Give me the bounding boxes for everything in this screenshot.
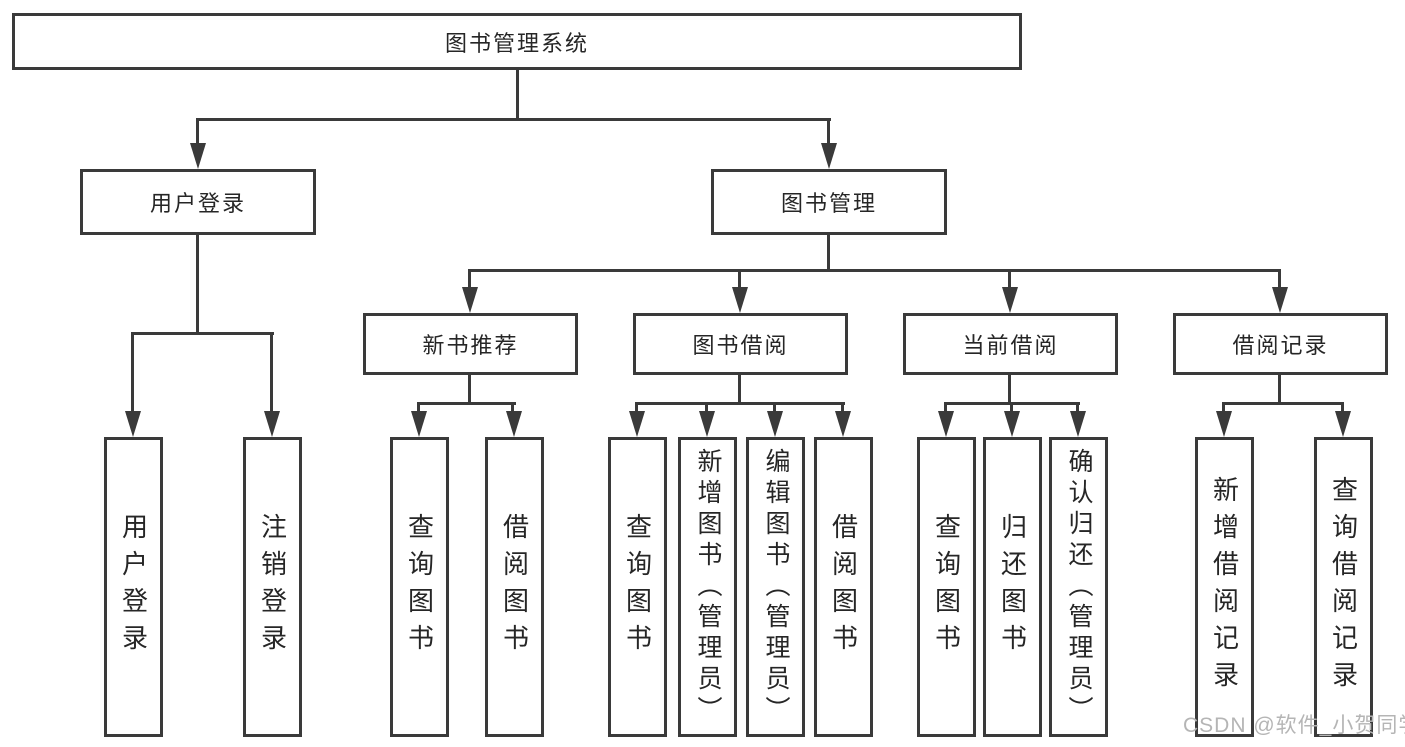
arrow-down-icon [506,411,522,437]
node-label: 查询借阅记录 [1328,476,1359,698]
arrow-down-icon [732,287,748,313]
arrow-down-icon [835,411,851,437]
connector-line [196,118,199,143]
connector-line [196,118,831,121]
connector-line [1010,402,1013,411]
node-confirm-return-admin: 确认归还（管理员） [1049,437,1108,737]
node-query-books-recommend: 查询图书 [390,437,449,737]
connector-line [468,269,471,287]
connector-line [1278,375,1281,404]
connector-line [469,269,1281,272]
connector-line [468,375,471,404]
connector-line [270,332,273,411]
arrow-down-icon [821,143,837,169]
node-label: 借阅图书 [828,513,859,661]
connector-line [196,235,199,334]
connector-line [827,235,830,271]
connector-line [738,375,741,404]
node-label: 借阅记录 [1232,333,1329,358]
node-label: 用户登录 [118,513,149,661]
connector-line [417,402,516,405]
node-return-books: 归还图书 [983,437,1042,737]
node-label: 图书管理系统 [444,30,589,56]
connector-line [1278,269,1281,287]
node-label: 新增图书（管理员） [694,447,722,727]
arrow-down-icon [1002,287,1018,313]
node-label: 新增借阅记录 [1209,476,1240,698]
arrow-down-icon [190,143,206,169]
connector-line [417,402,420,411]
node-label: 查询图书 [404,513,435,661]
node-borrow-books-action: 借阅图书 [814,437,873,737]
node-logout-action: 注销登录 [243,437,302,737]
connector-line [516,70,519,120]
node-library-management-system: 图书管理系统 [12,13,1022,70]
connector-line [827,118,830,143]
node-label: 编辑图书（管理员） [762,447,790,727]
connector-line [841,402,844,411]
node-label: 归还图书 [997,513,1028,661]
arrow-down-icon [1216,411,1232,437]
node-label: 查询图书 [622,513,653,661]
node-borrowing-records: 借阅记录 [1173,313,1388,375]
connector-line [131,332,134,411]
connector-line [944,402,947,411]
node-query-books-current: 查询图书 [917,437,976,737]
arrow-down-icon [629,411,645,437]
node-query-borrow-record: 查询借阅记录 [1314,437,1373,737]
connector-line [773,402,776,411]
arrow-down-icon [411,411,427,437]
arrow-down-icon [462,287,478,313]
node-book-borrowing: 图书借阅 [633,313,848,375]
connector-line [131,332,274,335]
connector-line [1076,402,1079,411]
node-query-books-borrowing: 查询图书 [608,437,667,737]
connector-line [1008,375,1011,404]
arrow-down-icon [767,411,783,437]
node-label: 查询图书 [931,513,962,661]
node-label: 新书推荐 [422,333,519,358]
node-label: 借阅图书 [499,513,530,661]
connector-line [1222,402,1344,405]
node-label: 图书管理 [780,191,877,216]
node-label: 图书借阅 [692,333,789,358]
node-label: 注销登录 [257,513,288,661]
connector-line [635,402,845,405]
arrow-down-icon [1335,411,1351,437]
csdn-watermark: CSDN @软件_小贺同学 [1183,714,1405,737]
connector-line [1341,402,1344,411]
arrow-down-icon [699,411,715,437]
connector-line [511,402,514,411]
node-current-borrowing: 当前借阅 [903,313,1118,375]
arrow-down-icon [1070,411,1086,437]
node-user-login: 用户登录 [80,169,316,235]
connector-line [635,402,638,411]
node-new-book-recommend: 新书推荐 [363,313,578,375]
connector-line [1008,269,1011,287]
node-label: 确认归还（管理员） [1065,447,1093,727]
node-edit-book-admin: 编辑图书（管理员） [746,437,805,737]
arrow-down-icon [125,411,141,437]
node-add-book-admin: 新增图书（管理员） [678,437,737,737]
node-user-login-action: 用户登录 [104,437,163,737]
arrow-down-icon [1272,287,1288,313]
connector-line [738,269,741,287]
node-label: 用户登录 [149,191,246,216]
node-borrow-books-recommend: 借阅图书 [485,437,544,737]
node-add-borrow-record: 新增借阅记录 [1195,437,1254,737]
node-label: 当前借阅 [962,333,1059,358]
arrow-down-icon [938,411,954,437]
arrow-down-icon [1004,411,1020,437]
connector-line [1222,402,1225,411]
connector-line [705,402,708,411]
node-book-management: 图书管理 [711,169,947,235]
arrow-down-icon [264,411,280,437]
